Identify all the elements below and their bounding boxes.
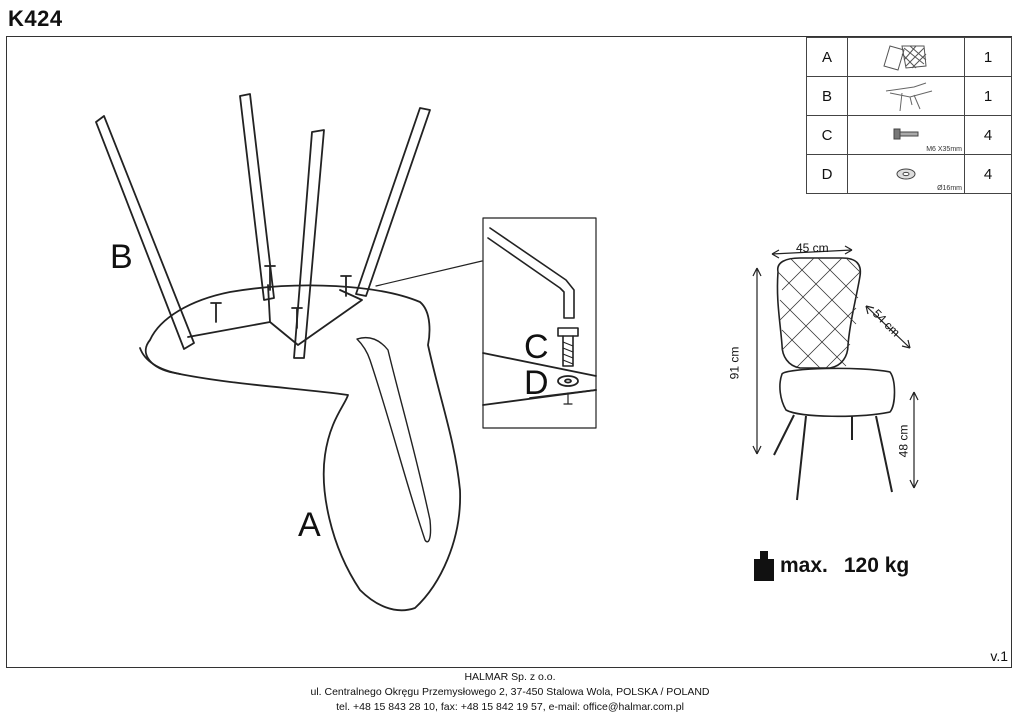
parts-row: D Ø16mm 4 xyxy=(806,154,1012,194)
seat-shell-icon xyxy=(847,37,965,77)
part-qty: 4 xyxy=(964,154,1012,194)
dim-width: 45 cm xyxy=(796,241,829,255)
footer-address: ul. Centralnego Okręgu Przemysłowego 2, … xyxy=(310,686,710,698)
label-a: A xyxy=(298,506,321,544)
label-d: D xyxy=(524,364,549,402)
max-load-label: max. xyxy=(780,554,828,577)
leg-2 xyxy=(239,93,275,301)
leg-frame-crossbar xyxy=(187,289,363,346)
part-qty: 4 xyxy=(964,115,1012,155)
part-spec: Ø16mm xyxy=(937,185,962,192)
footer-contact: tel. +48 15 843 28 10, fax: +48 15 842 1… xyxy=(336,701,684,713)
part-letter: A xyxy=(806,37,848,77)
leg-3 xyxy=(293,129,325,359)
version-label: v.1 xyxy=(990,648,1008,664)
part-qty: 1 xyxy=(964,76,1012,116)
footer-company: HALMAR Sp. z o.o. xyxy=(464,671,556,683)
drawing-frame xyxy=(6,36,1012,668)
footer: HALMAR Sp. z o.o. ul. Centralnego Okręgu… xyxy=(0,670,1020,715)
shell-inner-line xyxy=(356,336,432,543)
parts-table: A 1 B 1 C M6 X35mm 4 D Ø16mm 4 xyxy=(806,37,1012,194)
parts-row: C M6 X35mm 4 xyxy=(806,115,1012,155)
chair-backrest xyxy=(776,257,862,369)
part-spec: M6 X35mm xyxy=(926,146,962,153)
chair-seat xyxy=(779,367,896,418)
dim-height: 91 cm xyxy=(727,346,742,380)
washer-icon: Ø16mm xyxy=(847,154,965,194)
leg-1 xyxy=(95,115,195,350)
part-letter: B xyxy=(806,76,848,116)
weight-icon xyxy=(754,551,774,581)
max-load: max. 120 kg xyxy=(752,549,909,583)
label-b: B xyxy=(110,238,133,276)
parts-row: B 1 xyxy=(806,76,1012,116)
label-c: C xyxy=(524,328,549,366)
bolt-icon: M6 X35mm xyxy=(847,115,965,155)
leg-frame-icon xyxy=(847,76,965,116)
seat-shell xyxy=(144,284,461,612)
parts-row: A 1 xyxy=(806,37,1012,77)
max-load-value: 120 kg xyxy=(843,554,910,577)
leg-4 xyxy=(355,107,431,297)
dim-seat-height: 48 cm xyxy=(896,424,911,458)
part-qty: 1 xyxy=(964,37,1012,77)
part-letter: D xyxy=(806,154,848,194)
part-letter: C xyxy=(806,115,848,155)
page-title: K424 xyxy=(8,6,63,31)
